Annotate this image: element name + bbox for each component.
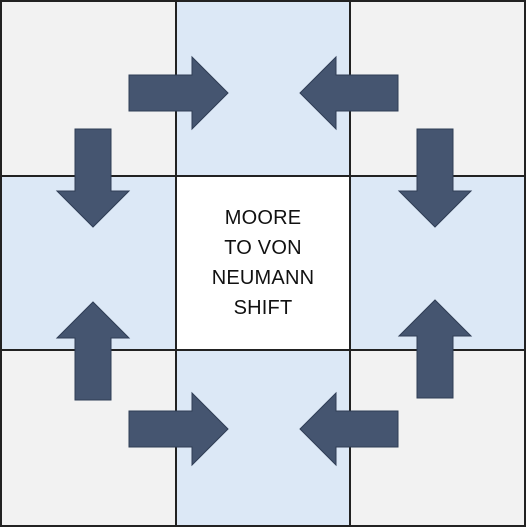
arrow-bottom-right-up-icon [397,299,473,399]
grid-border-left [0,0,2,527]
arrow-top-left-down-icon [55,128,131,228]
grid-line-horizontal-2 [0,349,526,351]
grid-line-horizontal-1 [0,175,526,177]
grid-line-vertical-2 [349,0,351,527]
grid-border-top [0,0,526,2]
grid-border-bottom [0,525,526,527]
arrow-bottom-left-right-icon [128,391,229,467]
arrow-bottom-right-left-icon [299,391,399,467]
center-label-line-4: SHIFT [233,297,293,319]
arrow-bottom-left-up-icon [55,301,131,401]
grid-border-right [524,0,526,527]
arrow-top-left-right-icon [128,55,229,131]
center-label-line-3: NEUMANN [211,267,315,289]
arrow-top-right-left-icon [299,55,399,131]
center-label-line-2: TO VON [224,237,302,259]
cell-center [176,176,350,350]
grid-line-vertical-1 [175,0,177,527]
center-label-line-1: MOORE [224,207,302,229]
center-label: MOORE TO VON NEUMANN SHIFT [176,176,350,350]
arrow-top-right-down-icon [397,128,473,228]
